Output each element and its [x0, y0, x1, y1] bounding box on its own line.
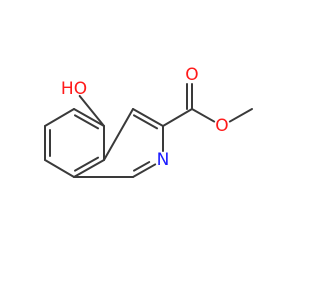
bond-c2-c3 — [73, 108, 105, 127]
bond-c1-c7 — [103, 108, 134, 161]
atom-label-n1: N — [157, 150, 170, 170]
bond-n1-c9-inner — [133, 161, 151, 172]
bond-c6-c1 — [73, 159, 105, 178]
bond-c7-c8 — [132, 108, 164, 127]
bond-c7-c8-inner — [133, 114, 159, 130]
bond-c5-c6 — [44, 159, 75, 178]
bond-c8-cc — [162, 108, 193, 127]
bond-c2-c3-inner — [74, 114, 100, 130]
bond-oe-cme — [228, 108, 253, 123]
atom-label-oc: O — [185, 65, 198, 85]
molecule-canvas: N HO O O — [44, 65, 253, 178]
bond-c3-c4 — [44, 108, 75, 127]
bond-n1-c9 — [132, 163, 157, 178]
atom-label-o5: HO — [61, 79, 87, 99]
bond-cc-oe — [191, 108, 216, 123]
structure-diagram: N HO O O — [44, 65, 253, 178]
bond-c6-c1-inner — [74, 156, 100, 172]
atom-label-oe: O — [215, 116, 228, 136]
bond-c2-o5 — [78, 94, 105, 127]
